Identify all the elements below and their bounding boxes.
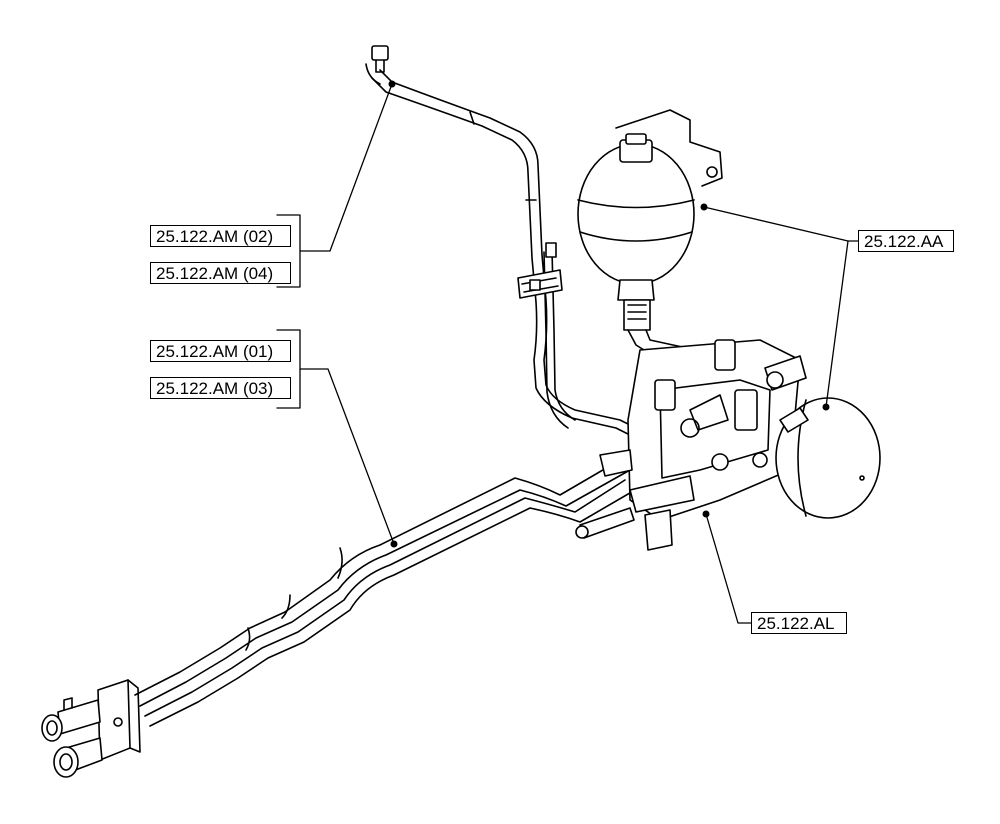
callout-25-122-al: 25.122.AL: [751, 612, 847, 634]
lower-tubes: [134, 459, 636, 727]
callout-25-122-am-04: 25.122.AM (04): [150, 262, 291, 284]
callout-25-122-aa: 25.122.AA: [858, 230, 954, 252]
bottom-left-fittings: [41, 679, 141, 778]
secondary-tube: [543, 242, 576, 429]
leader-dot: [388, 80, 396, 88]
leader-dot: [822, 403, 830, 411]
callout-25-122-am-01: 25.122.AM (01): [150, 340, 291, 362]
callout-25-122-am-03: 25.122.AM (03): [150, 377, 291, 399]
side-accumulator: [775, 397, 881, 519]
leader-dot: [390, 540, 398, 548]
leader-aa-side: [825, 240, 849, 408]
tube-clamp: [517, 269, 563, 299]
upper-tube: [365, 45, 641, 439]
leader-dots: [388, 80, 830, 548]
callout-25-122-am-02: 25.122.AM (02): [150, 225, 291, 247]
top-accumulator: [577, 109, 743, 373]
valve-block: [575, 339, 807, 551]
leader-am-lower: [299, 368, 395, 545]
leader-am-upper: [299, 83, 393, 252]
leader-dot: [700, 203, 708, 211]
upper-tube-fitting: [371, 45, 389, 61]
leader-aa-top: [703, 206, 859, 242]
leader-dot: [702, 510, 710, 518]
leader-lines: [276, 83, 859, 624]
leader-al: [705, 513, 752, 624]
